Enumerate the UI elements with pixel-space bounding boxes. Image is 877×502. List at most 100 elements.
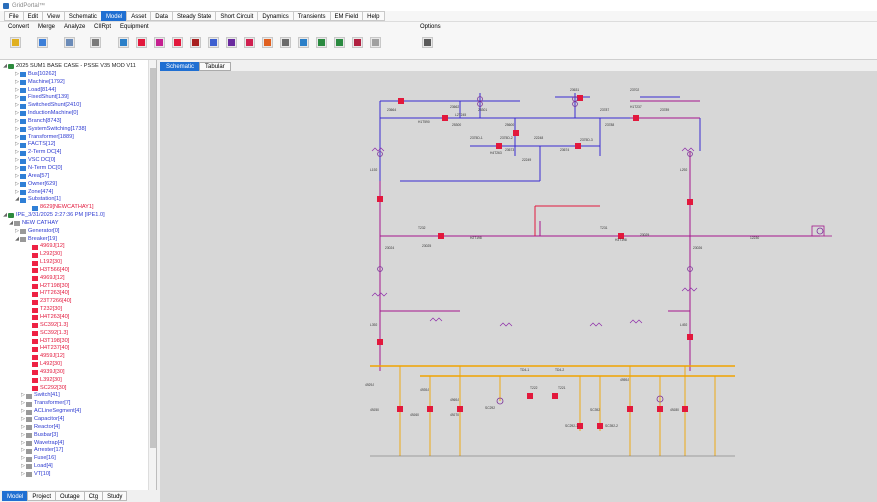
- schematic-element-label[interactable]: 2375D-2: [500, 136, 513, 140]
- schematic-element-label[interactable]: T231: [600, 226, 608, 230]
- expander-icon[interactable]: ◢: [3, 212, 7, 219]
- schematic-element-label[interactable]: L492: [680, 323, 688, 327]
- menu-dynamics[interactable]: Dynamics: [257, 11, 294, 21]
- tree-substation-item[interactable]: 8629[NEWCATHAY1]: [2, 204, 148, 212]
- bottom-tab-model[interactable]: Model: [2, 491, 29, 501]
- expander-icon[interactable]: ▷: [15, 86, 19, 93]
- menu-model[interactable]: Model: [100, 11, 128, 21]
- tree-breaker-item[interactable]: T232[30]: [2, 306, 148, 314]
- tree-category[interactable]: ▷Bus[10262]: [2, 71, 148, 79]
- options-icon[interactable]: [422, 37, 433, 48]
- tree-equipment-item[interactable]: ▷Arrester[17]: [2, 447, 148, 455]
- tree-station[interactable]: ◢NEW CATHAY: [2, 220, 148, 228]
- tree-category[interactable]: ▷Branch[8743]: [2, 118, 148, 126]
- tree-category[interactable]: ▷N-Term DC[0]: [2, 165, 148, 173]
- tree-equipment-item[interactable]: ▷Switch[41]: [2, 392, 148, 400]
- schematic-element-label[interactable]: 25301: [478, 108, 487, 112]
- expander-icon[interactable]: ▷: [15, 117, 19, 124]
- expander-icon[interactable]: ▷: [15, 227, 19, 234]
- schematic-element-label[interactable]: SC392-2: [605, 424, 618, 428]
- menu-transients[interactable]: Transients: [292, 11, 331, 21]
- expander-icon[interactable]: ▷: [15, 149, 19, 156]
- tree-category[interactable]: ▷FACTS[12]: [2, 141, 148, 149]
- schematic-element-label[interactable]: 23789: [660, 108, 669, 112]
- schematic-element-label[interactable]: SC292: [485, 406, 495, 410]
- schematic-element-label[interactable]: 22248: [534, 136, 543, 140]
- tree-breaker-item[interactable]: L192[30]: [2, 259, 148, 267]
- ribbon-group-analyze[interactable]: Analyze: [64, 24, 86, 30]
- schematic-element-label[interactable]: 23787: [600, 108, 609, 112]
- bottom-tab-outage[interactable]: Outage: [55, 491, 85, 501]
- schematic-element-label[interactable]: 49J60: [410, 413, 419, 417]
- tree-equipment-item[interactable]: ▷Load[4]: [2, 463, 148, 471]
- schematic-element-label[interactable]: H4T263: [490, 151, 502, 155]
- tree-breaker-item[interactable]: 4959J[12]: [2, 353, 148, 361]
- ribbon-tool-icon[interactable]: [37, 37, 48, 48]
- schematic-element-label[interactable]: 23024: [385, 246, 394, 250]
- ribbon-tool-icon[interactable]: [136, 37, 147, 48]
- menu-asset[interactable]: Asset: [126, 11, 152, 21]
- expander-icon[interactable]: ▷: [21, 400, 25, 407]
- schematic-element-label[interactable]: TD4-1: [520, 368, 529, 372]
- tree-breaker-item[interactable]: L392[30]: [2, 377, 148, 385]
- expander-icon[interactable]: ▷: [15, 180, 19, 187]
- tree-category[interactable]: ▷Transformer[1889]: [2, 134, 148, 142]
- ribbon-tool-icon[interactable]: [226, 37, 237, 48]
- expander-icon[interactable]: ◢: [3, 63, 7, 69]
- tree-equipment-item[interactable]: ▷Busbar[3]: [2, 432, 148, 440]
- menu-file[interactable]: File: [4, 11, 24, 21]
- ribbon-tool-icon[interactable]: [298, 37, 309, 48]
- schematic-element-label[interactable]: 23664: [387, 108, 396, 112]
- menu-schematic[interactable]: Schematic: [63, 11, 102, 21]
- tree-breaker-item[interactable]: 4969J[12]: [2, 275, 148, 283]
- schematic-element-label[interactable]: 4969J: [450, 398, 459, 402]
- ribbon-group-merge[interactable]: Merge: [38, 24, 56, 30]
- tree-ipe[interactable]: ◢IPE_3/31/2025 2:27:36 PM [IPE1.0]: [2, 212, 148, 220]
- expander-icon[interactable]: ◢: [15, 235, 19, 242]
- expander-icon[interactable]: ▷: [15, 164, 19, 171]
- tree-breaker-item[interactable]: L492[30]: [2, 361, 148, 369]
- schematic-element-label[interactable]: L192: [370, 168, 378, 172]
- tree-breaker-item[interactable]: H2T198[30]: [2, 283, 148, 291]
- ribbon-tool-icon[interactable]: [118, 37, 129, 48]
- bottom-tab-ctg[interactable]: Ctg: [83, 491, 104, 501]
- schematic-element-label[interactable]: H3T198: [615, 238, 627, 242]
- schematic-element-label[interactable]: T222: [530, 386, 538, 390]
- ribbon-tool-icon[interactable]: [352, 37, 363, 48]
- ribbon-tool-icon[interactable]: [172, 37, 183, 48]
- schematic-element-label[interactable]: 25600: [505, 123, 514, 127]
- expander-icon[interactable]: ▷: [15, 110, 19, 117]
- schematic-element-label[interactable]: 23788: [605, 123, 614, 127]
- menu-em-field[interactable]: EM Field: [329, 11, 364, 21]
- ribbon-group-convert[interactable]: Convert: [8, 24, 30, 30]
- tab-tabular[interactable]: Tabular: [199, 62, 231, 71]
- expander-icon[interactable]: ◢: [15, 196, 19, 203]
- schematic-element-label[interactable]: 4939J: [420, 388, 429, 392]
- tree-category[interactable]: ◢Substation[1]: [2, 196, 148, 204]
- ribbon-tool-icon[interactable]: [244, 37, 255, 48]
- expander-icon[interactable]: ▷: [21, 463, 25, 470]
- ribbon-tool-icon[interactable]: [334, 37, 345, 48]
- schematic-element-label[interactable]: 49J80: [670, 408, 679, 412]
- expander-icon[interactable]: ▷: [15, 78, 19, 85]
- tab-schematic[interactable]: Schematic: [160, 62, 201, 71]
- bottom-tab-project[interactable]: Project: [27, 491, 57, 501]
- expander-icon[interactable]: ▷: [15, 188, 19, 195]
- menu-steady-state[interactable]: Steady State: [171, 11, 217, 21]
- schematic-element-label[interactable]: H1T237: [630, 105, 642, 109]
- schematic-element-label[interactable]: 2375D-1: [470, 136, 483, 140]
- schematic-element-label[interactable]: SC292-1: [565, 424, 578, 428]
- expander-icon[interactable]: ▷: [21, 392, 25, 399]
- schematic-element-label[interactable]: 4929J: [365, 383, 374, 387]
- expander-icon[interactable]: ▷: [21, 415, 25, 422]
- schematic-element-label[interactable]: 2375D-3: [580, 138, 593, 142]
- schematic-element-label[interactable]: 25300: [452, 123, 461, 127]
- tree-category[interactable]: ▷Zone[474]: [2, 189, 148, 197]
- tree-category[interactable]: ▷Owner[629]: [2, 181, 148, 189]
- menu-help[interactable]: Help: [362, 11, 385, 21]
- expander-icon[interactable]: ▷: [21, 431, 25, 438]
- schematic-element-label[interactable]: H2T198: [470, 236, 482, 240]
- tree-breaker-item[interactable]: SC392[1.3]: [2, 330, 148, 338]
- expander-icon[interactable]: ▷: [15, 133, 19, 140]
